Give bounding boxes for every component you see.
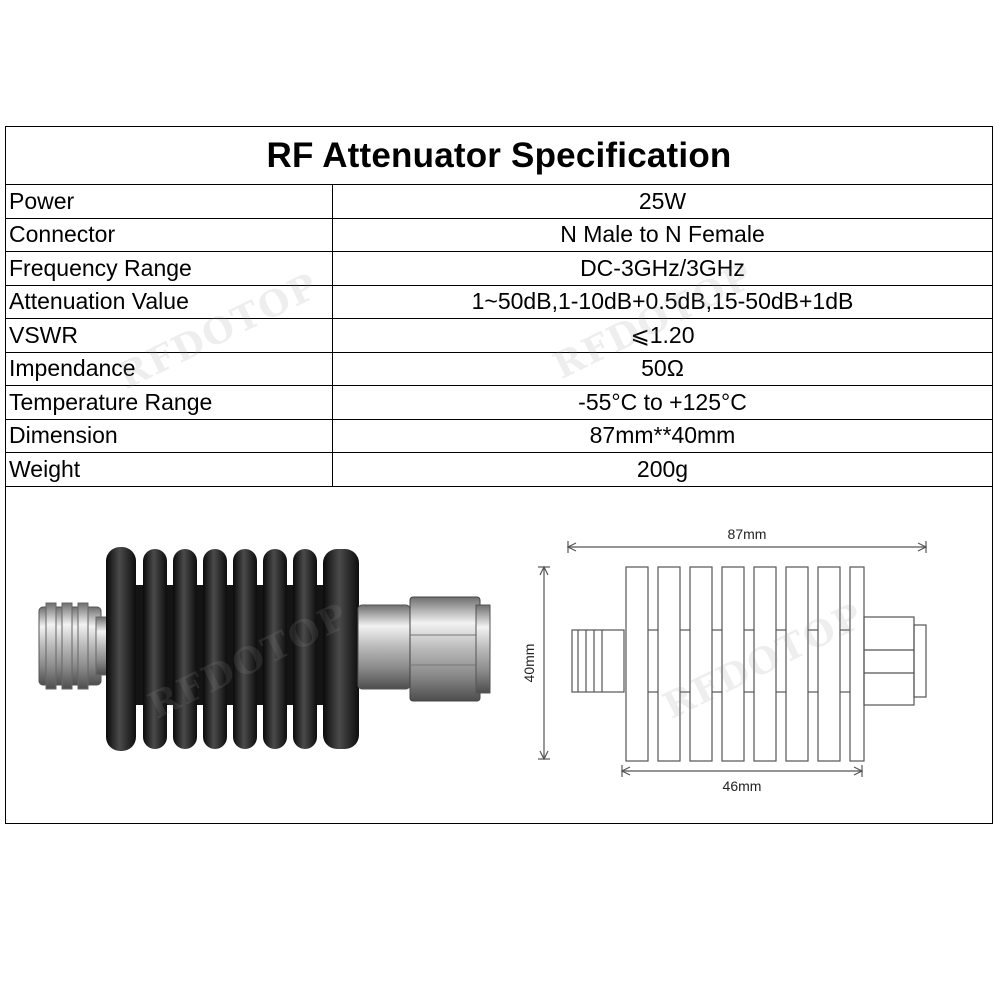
spec-value: DC-3GHz/3GHz xyxy=(332,251,992,286)
spec-value: 25W xyxy=(332,185,992,219)
spec-value: 1~50dB,1-10dB+0.5dB,15-50dB+1dB xyxy=(332,285,992,319)
attenuator-photo xyxy=(38,547,491,751)
spec-value: ⩽1.20 xyxy=(332,318,992,353)
length-dimension-label: 87mm xyxy=(728,526,767,542)
spec-value: 200g xyxy=(332,452,992,487)
product-figure: 87mm 40mm 46mm xyxy=(6,485,991,822)
spec-label: Connector xyxy=(6,218,333,252)
table-row: Temperature Range-55°C to +125°C xyxy=(6,385,992,420)
spec-value: -55°C to +125°C xyxy=(332,385,992,420)
spec-label: Weight xyxy=(6,452,333,487)
spec-value: N Male to N Female xyxy=(332,218,992,252)
spec-label: Power xyxy=(6,185,333,219)
spec-label: Temperature Range xyxy=(6,385,333,420)
body-dimension-label: 46mm xyxy=(723,778,762,794)
spec-label: VSWR xyxy=(6,318,333,353)
spec-value: 87mm**40mm xyxy=(332,419,992,453)
dimension-drawing: 87mm 40mm 46mm xyxy=(521,526,928,794)
spec-label: Impendance xyxy=(6,352,333,386)
spec-label: Dimension xyxy=(6,419,333,453)
page-title: RF Attenuator Specification xyxy=(6,127,992,185)
spec-label: Attenuation Value xyxy=(6,285,333,319)
table-row: VSWR⩽1.20 xyxy=(6,318,992,353)
spec-value: 50Ω xyxy=(332,352,992,386)
spec-label: Frequency Range xyxy=(6,251,333,286)
height-dimension-label: 40mm xyxy=(521,644,537,683)
